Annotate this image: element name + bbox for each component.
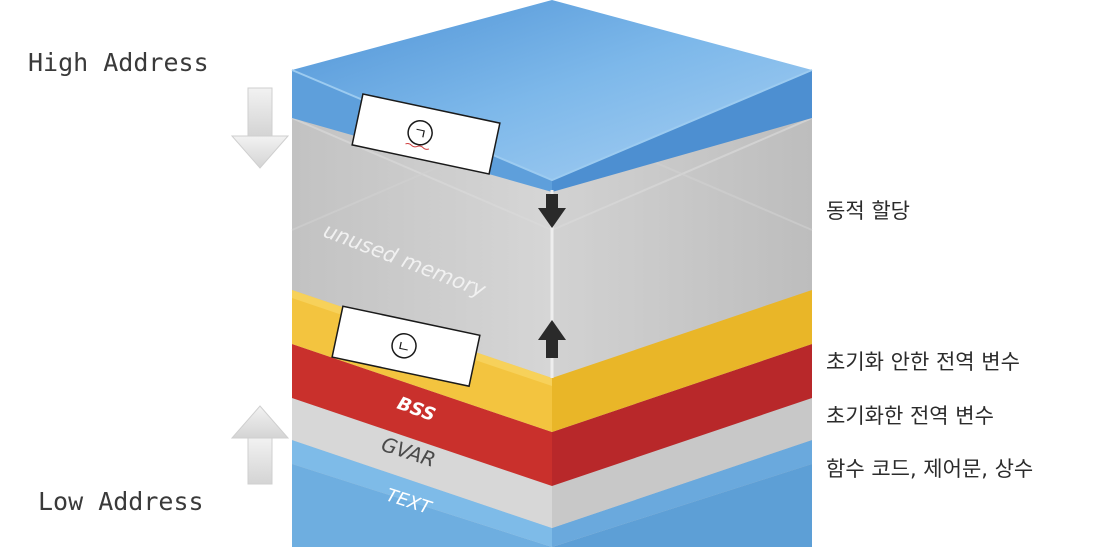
dynamic-allocation-label: 동적 할당 — [826, 199, 910, 223]
gvar-segment-right — [552, 398, 812, 528]
data-segment-right — [552, 290, 812, 432]
answer-box-top: ㄱ — [351, 93, 501, 175]
gvar-segment-left — [292, 398, 552, 528]
initialized-globals-label: 초기화한 전역 변수 — [826, 404, 994, 428]
stack-growth-arrow — [538, 194, 566, 228]
cube-top-face — [292, 0, 812, 180]
heap-growth-arrow — [538, 320, 566, 358]
low-address-arrow-icon — [230, 405, 290, 485]
answer-box-middle-text: ㄴ — [395, 337, 412, 357]
high-address-arrow-icon — [230, 87, 290, 169]
answer-box-middle: ㄴ — [331, 305, 481, 388]
answer-box-top-text: ㄱ — [411, 123, 428, 143]
low-address-label: Low Address — [38, 487, 204, 516]
high-address-label: High Address — [28, 48, 209, 77]
code-constants-label: 함수 코드, 제어문, 상수 — [826, 457, 1034, 481]
uninitialized-globals-label: 초기화 안한 전역 변수 — [826, 350, 1020, 374]
bss-segment-right — [552, 344, 812, 486]
bss-segment-left — [292, 344, 552, 486]
stack-segment-right — [552, 70, 812, 192]
